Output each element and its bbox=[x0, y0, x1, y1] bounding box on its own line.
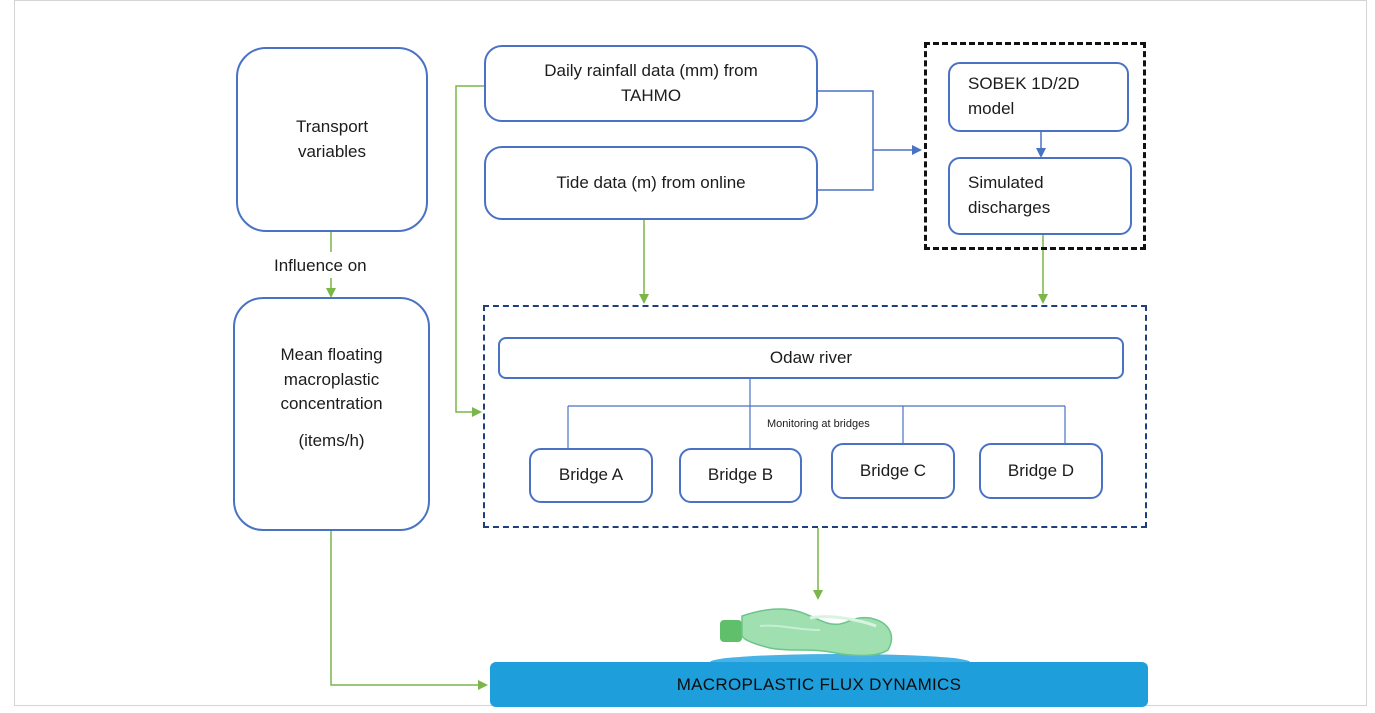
bridge-a-box: Bridge A bbox=[529, 448, 653, 503]
mean-concentration-line-3: concentration bbox=[280, 394, 383, 414]
sobek-model-line-2: model bbox=[968, 99, 1015, 118]
bridge-a-text: Bridge A bbox=[558, 465, 624, 485]
simulated-discharges-line-1: Simulated bbox=[968, 173, 1044, 193]
mean-concentration-box: Mean floating macroplastic concentration… bbox=[233, 297, 430, 531]
macroplastic-flux-bar: MACROPLASTIC FLUX DYNAMICS bbox=[490, 662, 1148, 707]
simulated-discharges-line-2: discharges bbox=[968, 198, 1051, 217]
mean-concentration-line-4: (items/h) bbox=[298, 430, 365, 450]
simulated-discharges-box: Simulated discharges bbox=[948, 157, 1132, 235]
bridge-b-text: Bridge B bbox=[707, 465, 774, 485]
sobek-model-group bbox=[924, 42, 1146, 250]
odaw-river-text: Odaw river bbox=[769, 347, 853, 367]
mean-concentration-line-2: macroplastic bbox=[283, 369, 380, 389]
arrow-rainfall-to-odaw bbox=[455, 85, 484, 417]
bridge-b-box: Bridge B bbox=[679, 448, 802, 503]
daily-rainfall-box: Daily rainfall data (mm) from TAHMO bbox=[484, 45, 818, 122]
transport-variables-box: Transport variables bbox=[236, 47, 428, 232]
odaw-monitoring-region bbox=[483, 305, 1147, 528]
sobek-model-line-1: SOBEK 1D/2D bbox=[968, 74, 1080, 94]
daily-rainfall-line-2: TAHMO bbox=[620, 85, 682, 105]
daily-rainfall-line-1: Daily rainfall data (mm) from bbox=[544, 60, 758, 80]
odaw-river-box: Odaw river bbox=[498, 337, 1124, 379]
line-rainfall-to-junction bbox=[818, 90, 874, 191]
plastic-bottle-icon bbox=[710, 608, 970, 668]
sobek-model-box: SOBEK 1D/2D model bbox=[948, 62, 1129, 132]
bridge-d-box: Bridge D bbox=[979, 443, 1103, 499]
flux-dynamics-text: MACROPLASTIC FLUX DYNAMICS bbox=[676, 674, 962, 694]
arrow-concentration-to-flux bbox=[330, 531, 488, 690]
influence-on-label: Influence on bbox=[274, 256, 367, 275]
bridge-c-text: Bridge C bbox=[859, 460, 927, 480]
transport-variables-text: Transport variables bbox=[295, 116, 369, 161]
monitoring-at-bridges-label: Monitoring at bridges bbox=[767, 418, 870, 430]
mean-concentration-line-1: Mean floating bbox=[280, 345, 383, 364]
tide-data-text: Tide data (m) from online bbox=[556, 172, 746, 192]
bridge-d-text: Bridge D bbox=[1007, 460, 1075, 480]
tide-data-box: Tide data (m) from online bbox=[484, 146, 818, 220]
bridge-c-box: Bridge C bbox=[831, 443, 955, 499]
